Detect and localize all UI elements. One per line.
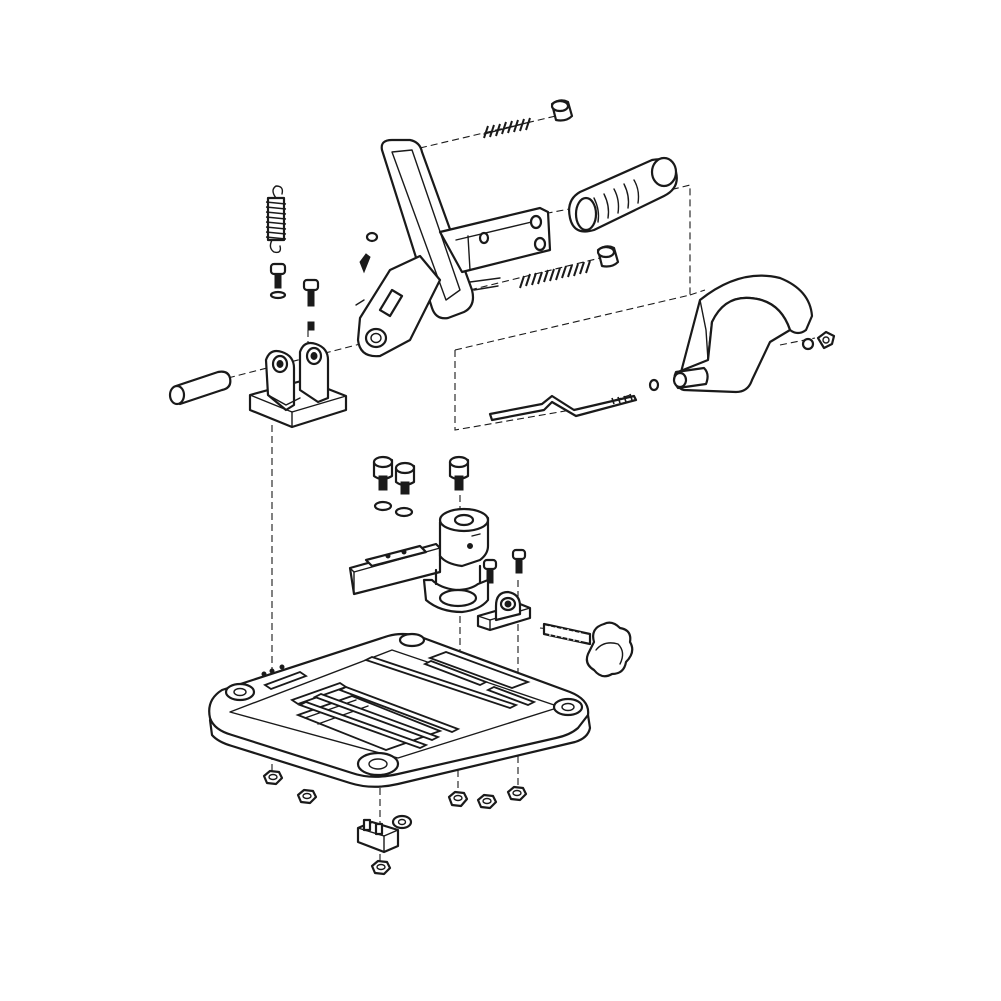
hex-nut	[296, 788, 318, 805]
swing-arm	[355, 138, 552, 358]
return-spring	[265, 185, 287, 254]
hex-nut	[506, 785, 528, 802]
hex-nuts	[262, 769, 528, 876]
socket-cap-screw	[269, 262, 287, 300]
hex-nut	[476, 793, 498, 810]
clamp-knob-screw	[542, 621, 634, 678]
guard-screw	[801, 330, 836, 351]
pivot-bracket	[248, 341, 348, 429]
socket-cap-screw	[482, 558, 498, 584]
washer	[391, 814, 413, 830]
socket-cap-screw	[596, 245, 620, 268]
hex-nut	[370, 859, 392, 876]
socket-cap-screw	[372, 455, 394, 512]
pivot-pin	[168, 370, 232, 406]
guard-rod	[488, 378, 660, 422]
handle-grip	[568, 156, 678, 233]
base-clip	[356, 818, 400, 854]
socket-cap-screw	[550, 99, 574, 122]
tension-spring-lower	[519, 260, 591, 289]
hex-nut	[262, 769, 284, 786]
tension-spring-upper	[483, 117, 531, 139]
small-screw	[359, 231, 379, 274]
vise-clamp-block	[476, 590, 532, 632]
vise-fence	[348, 542, 442, 596]
hex-nut	[447, 790, 469, 808]
base-plate	[208, 632, 592, 788]
vise-clamp-column	[422, 507, 490, 614]
socket-cap-screw	[302, 278, 320, 331]
socket-cap-screw	[394, 461, 416, 518]
socket-cap-screw	[511, 548, 527, 574]
socket-cap-screw	[448, 455, 470, 491]
blade-guard	[672, 274, 814, 394]
